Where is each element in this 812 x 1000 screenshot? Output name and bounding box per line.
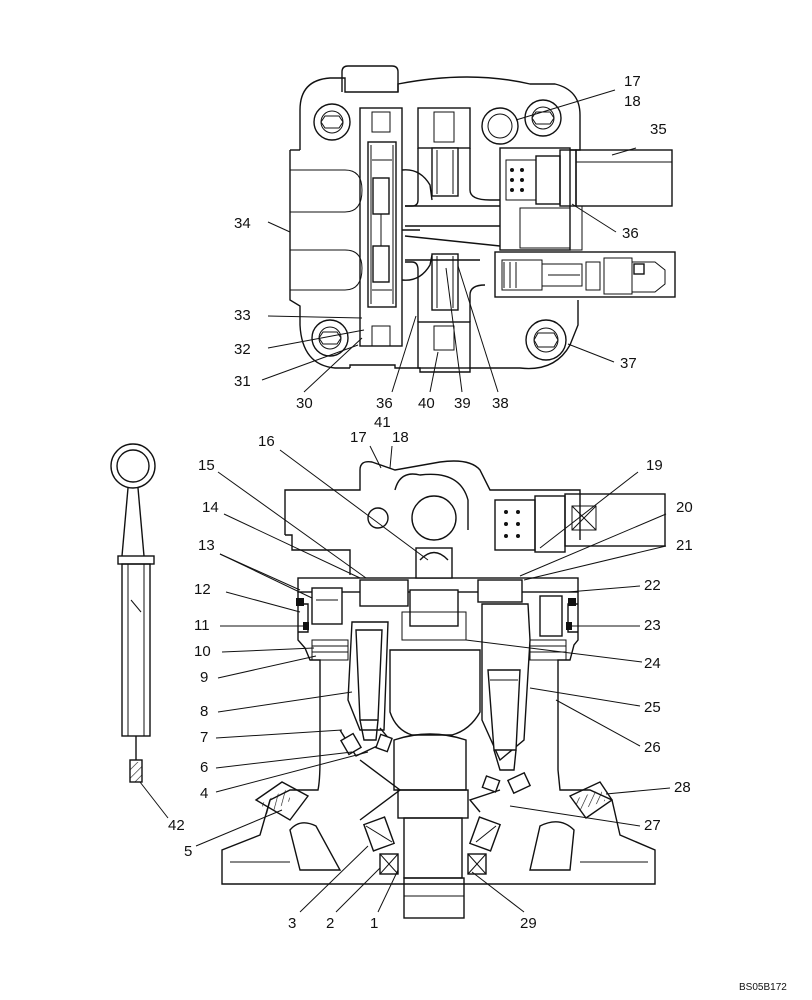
callout-1: 1	[370, 915, 378, 932]
callout-29: 29	[520, 915, 537, 932]
callout-39: 39	[454, 395, 471, 412]
callout-15: 15	[198, 457, 215, 474]
relief-valve-cartridge	[494, 251, 676, 298]
callout-8: 8	[200, 703, 208, 720]
callout-37: 37	[620, 355, 637, 372]
callout-7: 7	[200, 729, 208, 746]
callout-12: 12	[194, 581, 211, 598]
callout-25: 25	[644, 699, 661, 716]
callout-31: 31	[234, 373, 251, 390]
callout-27: 27	[644, 817, 661, 834]
callout-16: 16	[258, 433, 275, 450]
callout-33: 33	[234, 307, 251, 324]
callout-36: 36	[622, 225, 639, 242]
callout-34: 34	[234, 215, 251, 232]
left-spool	[367, 141, 397, 308]
callout-26: 26	[644, 739, 661, 756]
callout-24: 24	[644, 655, 661, 672]
callout-3: 3	[288, 915, 296, 932]
callout-36: 36	[376, 395, 393, 412]
figure-code: BS05B172	[739, 982, 787, 993]
swing-motor-section-view	[221, 460, 666, 919]
left-piston-cylinder	[339, 621, 393, 757]
callout-9: 9	[200, 669, 208, 686]
lower-bearings	[362, 816, 502, 875]
callout-30: 30	[296, 395, 313, 412]
callout-23: 23	[644, 617, 661, 634]
callout-19: 19	[646, 457, 663, 474]
callout-5: 5	[184, 843, 192, 860]
callout-17: 17	[624, 73, 641, 90]
callout-21: 21	[676, 537, 693, 554]
right-piston-cylinder	[481, 603, 532, 795]
leader-lines	[139, 89, 671, 913]
callout-20: 20	[676, 499, 693, 516]
dipstick-42	[110, 443, 156, 783]
solenoid-valve-bottom	[494, 493, 666, 553]
callout-22: 22	[644, 577, 661, 594]
callout-13: 13	[198, 537, 215, 554]
callout-labels: 17 18 35 34 36 33 32 31 37 30 36 40 39 3…	[168, 73, 693, 932]
callout-42: 42	[168, 817, 185, 834]
callout-11: 11	[194, 617, 210, 634]
callout-40: 40	[418, 395, 435, 412]
callout-17: 17	[350, 429, 367, 446]
solenoid-valve-35	[499, 147, 673, 251]
output-shaft	[397, 789, 469, 919]
callout-4: 4	[200, 785, 208, 802]
left-seal-stack	[296, 587, 349, 661]
callout-28: 28	[674, 779, 691, 796]
valve-block-top-view	[289, 65, 676, 373]
callout-14: 14	[202, 499, 219, 516]
callout-38: 38	[492, 395, 509, 412]
center-spool	[431, 147, 459, 311]
callout-35: 35	[650, 121, 667, 138]
callout-18: 18	[392, 429, 409, 446]
mounting-flange	[230, 781, 648, 871]
callout-41: 41	[374, 414, 391, 431]
callout-18: 18	[624, 93, 641, 110]
callout-10: 10	[194, 643, 211, 660]
callout-32: 32	[234, 341, 251, 358]
callout-2: 2	[326, 915, 334, 932]
callout-6: 6	[200, 759, 208, 776]
